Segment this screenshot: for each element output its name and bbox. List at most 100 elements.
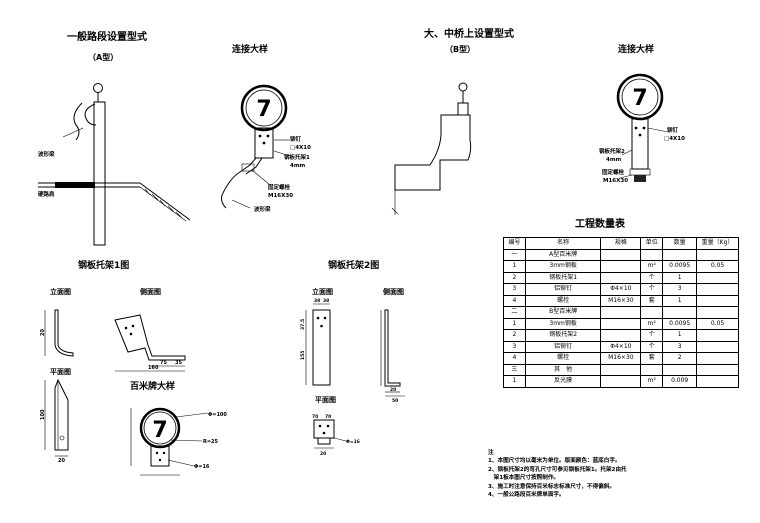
qty-table-cell: 1 <box>662 271 698 284</box>
rivet-spec-right: □4X10 <box>664 136 685 142</box>
qty-table-cell <box>600 306 642 319</box>
marker-number-center: 7 <box>152 418 167 443</box>
wave-beam-label-a: 波形梁 <box>38 150 55 158</box>
qty-table-cell: 1 <box>503 317 526 330</box>
bracket2-drawings <box>305 303 405 449</box>
b1-dim-height: 20 <box>40 329 46 336</box>
qty-table-cell: 3mm钢板 <box>524 317 602 330</box>
qty-table-cell: 2 <box>662 352 698 365</box>
b1-dim-w1: 75 <box>160 360 167 366</box>
b2-dim-plan-w2: 70 <box>325 414 331 420</box>
qty-table-cell: 1 <box>662 294 698 307</box>
b2-dim-plan-w1: 70 <box>312 414 318 420</box>
detail-left-title: 连接大样 <box>232 43 268 55</box>
detail-right-title: 连接大样 <box>618 43 654 55</box>
qty-table-cell: 0.05 <box>696 260 739 273</box>
bracket1-plan-title: 平面图 <box>50 367 71 376</box>
qty-table-cell: 4 <box>503 352 526 365</box>
qty-table-cell: 1 <box>503 375 526 388</box>
qty-table-cell: 3 <box>662 283 698 296</box>
b2-dim-side-w: 20 <box>390 387 396 393</box>
rivet-label-left: 铆钉 <box>290 135 302 143</box>
qty-table-cell <box>640 363 664 376</box>
qty-table-cell <box>696 283 739 296</box>
note-line: 2、钢板托架2的弯孔尺寸可参见钢板托架1。托架2由托 <box>488 466 627 473</box>
phi100-label: Φ=100 <box>208 412 227 418</box>
qty-table-cell: 螺栓 <box>524 294 602 307</box>
qty-table-cell: 0.0095 <box>662 317 698 330</box>
qty-table-cell: 其 他 <box>524 363 602 376</box>
qty-table-cell <box>696 248 739 261</box>
qty-table-cell <box>696 294 739 307</box>
qty-table-cell <box>696 329 739 342</box>
typeB-title: 大、中桥上设置型式 <box>424 27 514 40</box>
detail-right-drawing <box>616 73 669 182</box>
b2-dim-side-w2: 50 <box>392 398 398 404</box>
bolt-spec-left: M16X30 <box>268 193 293 199</box>
qty-table-cell <box>600 329 642 342</box>
phi16-label-b2: Φ=16 <box>346 439 360 445</box>
note-line: 架1板本图尺寸按照制作。 <box>488 475 560 482</box>
qty-table-cell: 二 <box>503 306 526 319</box>
qty-table-cell: 个 <box>640 271 664 284</box>
qty-table-cell: m² <box>640 260 664 273</box>
qty-table-cell: 三 <box>503 363 526 376</box>
bolt-spec-right: M16X30 <box>603 178 628 184</box>
b2-dim-h2: 155 <box>300 351 306 360</box>
qty-table-cell <box>600 317 642 330</box>
hundred-marker-drawing <box>130 407 209 476</box>
qty-table-cell <box>696 306 739 319</box>
b2-dim-top2: 38 <box>323 298 329 304</box>
b2-dim-h1: 37.5 <box>300 319 306 330</box>
col-weight: 重量（Kg） <box>696 237 739 250</box>
qty-table-cell: 1 <box>503 260 526 273</box>
r25-label: R=25 <box>203 439 219 445</box>
b2-dim-top1: 38 <box>314 298 320 304</box>
hard-shoulder-label: 硬路肩 <box>38 190 55 198</box>
qty-table-cell: 钢板托架1 <box>524 271 602 284</box>
notes-heading: 注 <box>488 450 494 456</box>
qty-table-cell: 套 <box>640 352 664 365</box>
rivet-label-right: 铆钉 <box>667 126 679 134</box>
qty-table-cell <box>696 340 739 353</box>
col-unit: 单位 <box>640 237 664 250</box>
rivet-spec-left: □4X10 <box>290 145 311 151</box>
note-line: 1、本图尺寸均以毫米为单位。版面颜色：蓝底白字。 <box>488 458 621 465</box>
detail-left-drawing <box>221 84 291 209</box>
typeA-drawing <box>38 83 191 246</box>
qty-table-cell <box>696 363 739 376</box>
qty-table-cell: 3 <box>662 340 698 353</box>
marker-number-right: 7 <box>632 86 647 111</box>
qty-table-cell <box>662 306 698 319</box>
fix-bolt-label-right: 固定螺栓 <box>602 168 625 176</box>
qty-table-cell: 4 <box>503 294 526 307</box>
qty-table-cell <box>640 306 664 319</box>
hundred-marker-title: 百米牌大样 <box>130 380 175 392</box>
qty-table-cell: M16×30 <box>600 352 642 365</box>
qty-table-cell: 1 <box>662 329 698 342</box>
qty-table-cell: m² <box>640 375 664 388</box>
bracket1-label-left: 钢板托架1 <box>284 153 310 161</box>
b1-dim-w2: 35 <box>175 360 182 366</box>
bracket2-title: 钢板托架2图 <box>328 259 379 271</box>
bracket2-side-title: 侧面图 <box>383 287 404 296</box>
qty-table-cell: 铝铆钉 <box>524 283 602 296</box>
col-qty: 数量 <box>662 237 698 250</box>
qty-table-cell <box>600 375 642 388</box>
qty-table-cell <box>662 248 698 261</box>
qty-table-cell: m² <box>640 317 664 330</box>
qty-table-cell <box>600 260 642 273</box>
qty-table-cell: 一 <box>503 248 526 261</box>
bracket2-label-right: 钢板托架2 <box>599 147 625 155</box>
qty-table-row: 三其 他 <box>503 363 739 376</box>
typeB-subtitle: （B型） <box>445 44 475 54</box>
